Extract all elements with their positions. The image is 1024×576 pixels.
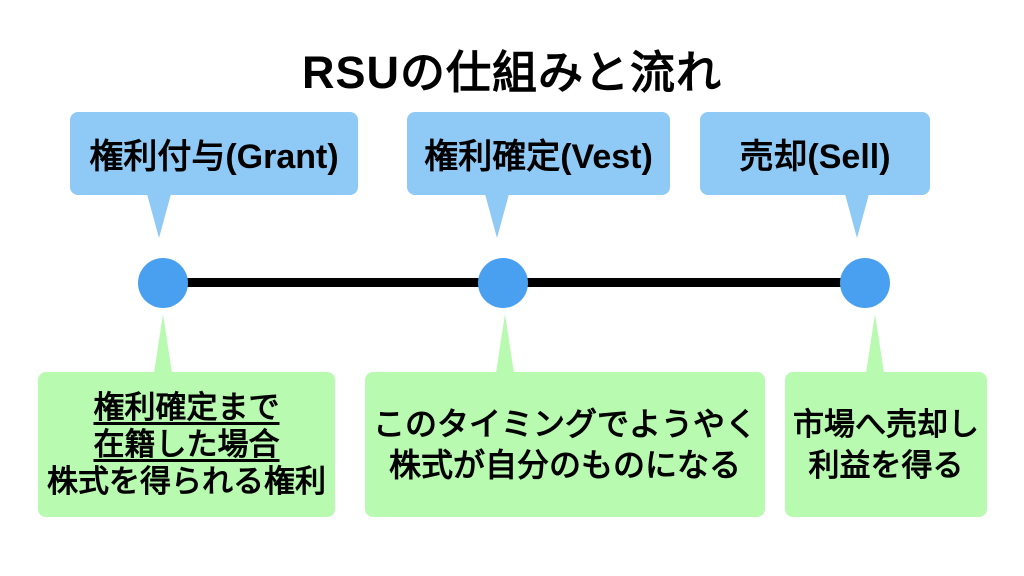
stage-label-vest: 権利確定(Vest): [424, 138, 653, 176]
timeline-dot-vest: [478, 258, 528, 308]
desc-box-grant: 権利確定まで 在籍した場合 株式を得られる権利: [38, 372, 335, 517]
desc-line: 株式が自分のものになる: [388, 446, 741, 483]
stage-label-sell: 売却(Sell): [739, 138, 891, 176]
grant-bubble-tail-icon: [147, 194, 171, 238]
grant-desc-tail-icon: [154, 314, 172, 373]
desc-line: このタイミングでようやく: [372, 405, 757, 442]
desc-box-sell: 市場へ売却し 利益を得る: [785, 372, 987, 517]
desc-line: 株式を得られる権利: [47, 464, 326, 499]
sell-bubble-tail-icon: [845, 194, 869, 238]
stage-label-grant: 権利付与(Grant): [89, 138, 339, 176]
desc-line: 市場へ売却し: [793, 406, 979, 442]
vest-bubble-tail-icon: [485, 194, 509, 238]
desc-line: 権利確定まで: [93, 390, 280, 425]
sell-desc-tail-icon: [866, 314, 884, 373]
stage-bubble-sell: 売却(Sell): [700, 112, 930, 195]
desc-line: 在籍した場合: [93, 427, 280, 462]
desc-line: 利益を得る: [808, 447, 964, 483]
timeline-dot-grant: [138, 258, 188, 308]
stage-bubble-grant: 権利付与(Grant): [70, 112, 358, 195]
diagram-title: RSUの仕組みと流れ: [301, 47, 722, 98]
stage-bubble-vest: 権利確定(Vest): [407, 112, 670, 195]
timeline-dot-sell: [840, 258, 890, 308]
desc-box-vest: このタイミングでようやく 株式が自分のものになる: [365, 372, 765, 517]
vest-desc-tail-icon: [496, 314, 514, 373]
